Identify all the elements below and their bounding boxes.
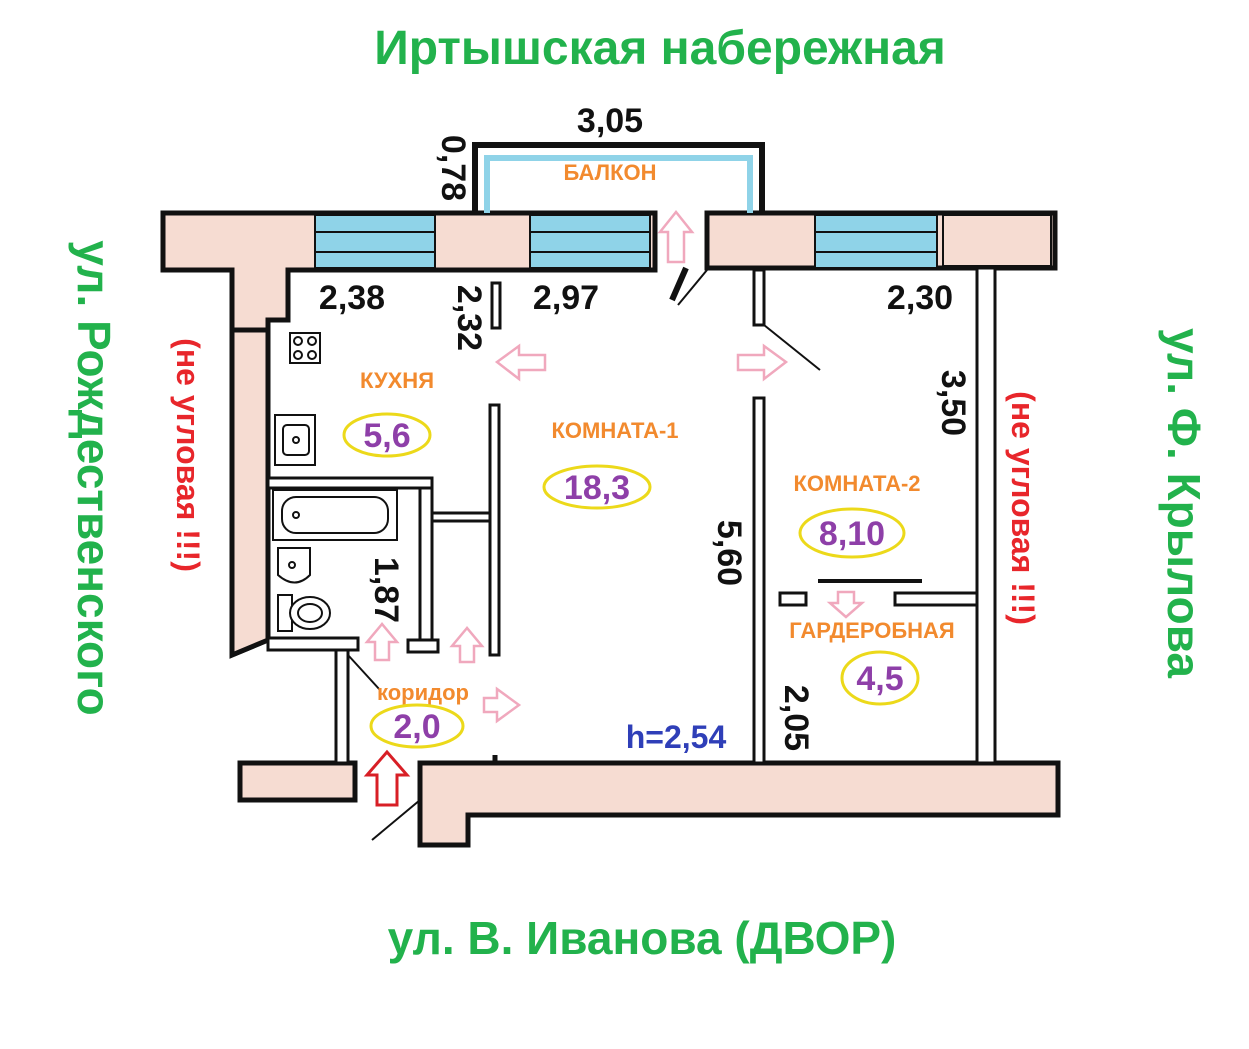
wall-room2-stub — [752, 268, 766, 327]
wardrobe-label: ГАРДЕРОБНАЯ — [789, 618, 955, 643]
entry-arrow-icon — [363, 749, 411, 807]
arrow-up-balcony — [657, 209, 695, 264]
dim-balcony-depth: 0,78 — [434, 135, 472, 201]
dim-kitchen-depth: 2,32 — [450, 285, 488, 351]
interior-walls — [266, 266, 997, 765]
dim-room2-width: 2,30 — [887, 279, 953, 317]
wall-left — [229, 327, 271, 659]
street-right-label: ул. Ф. Крылова — [1158, 328, 1210, 678]
dim-bath-length: 1,87 — [367, 557, 405, 623]
movement-arrows — [364, 209, 866, 724]
wall-room1-partition — [488, 403, 501, 657]
wall-bath-bottom — [266, 636, 360, 652]
street-bottom-label: ул. В. Иванова (ДВОР) — [388, 912, 897, 964]
dim-kitchen-width: 2,38 — [319, 279, 385, 317]
area-ellipses — [342, 412, 920, 749]
arrow-down-wardrobe — [826, 590, 866, 619]
dim-balcony-width: 3,05 — [577, 102, 643, 140]
windows — [314, 214, 1052, 269]
washbasin-icon — [277, 547, 311, 584]
note-right: (не угловая !!!) — [1005, 391, 1041, 625]
kitchen-label: КУХНЯ — [360, 368, 434, 393]
street-left-label: ул. Рождественского — [68, 240, 120, 715]
room2-area: 8,10 — [819, 515, 885, 553]
arrow-left-kitchen — [494, 343, 547, 382]
dim-wardrobe-depth: 2,05 — [777, 685, 815, 751]
kitchen-area: 5,6 — [363, 417, 410, 455]
wall-bath-top — [266, 476, 434, 490]
arrow-right-room2 — [736, 343, 789, 382]
wall-wardrobe-right — [893, 591, 979, 607]
arrow-up-room1 — [449, 626, 485, 664]
toilet-icon — [277, 594, 331, 632]
room1-area: 18,3 — [564, 469, 630, 507]
bathtub-icon — [272, 489, 398, 541]
balcony — [472, 142, 765, 213]
balcony-label: БАЛКОН — [564, 160, 657, 185]
ceiling-height: h=2,54 — [626, 719, 727, 755]
wall-right — [975, 266, 997, 765]
dim-room1-length: 5,60 — [710, 520, 748, 586]
street-top-label: Иртышская набережная — [374, 22, 946, 75]
wardrobe-area: 4,5 — [856, 660, 903, 698]
wall-corridor-left — [334, 648, 350, 765]
window-room2-right — [942, 214, 1052, 267]
window-kitchen — [314, 214, 436, 269]
note-left: (не угловая !!!) — [170, 338, 206, 572]
arrow-right-room1 — [482, 686, 522, 724]
dim-room1-width: 2,97 — [533, 279, 599, 317]
arrow-up-bath — [364, 622, 400, 662]
window-room1 — [529, 214, 651, 269]
sink-icon — [274, 414, 316, 466]
corridor-area: 2,0 — [393, 708, 440, 746]
room2-label: КОМНАТА-2 — [793, 471, 920, 496]
door-swings — [347, 266, 821, 841]
room1-label: КОМНАТА-1 — [551, 418, 678, 443]
wall-bottom — [417, 760, 1061, 848]
wall-bath-right — [418, 483, 434, 647]
wall-room1-room2 — [752, 396, 766, 765]
stove-icon — [289, 332, 321, 364]
wall-bath-door-bottom — [406, 638, 440, 654]
window-room2 — [814, 214, 938, 269]
dim-room2-length: 3,50 — [934, 370, 972, 436]
wall-bottom-left — [237, 760, 358, 803]
corridor-label: коридор — [377, 680, 469, 705]
wall-wardrobe-left — [778, 591, 808, 607]
wall-room1-stub — [490, 281, 502, 330]
